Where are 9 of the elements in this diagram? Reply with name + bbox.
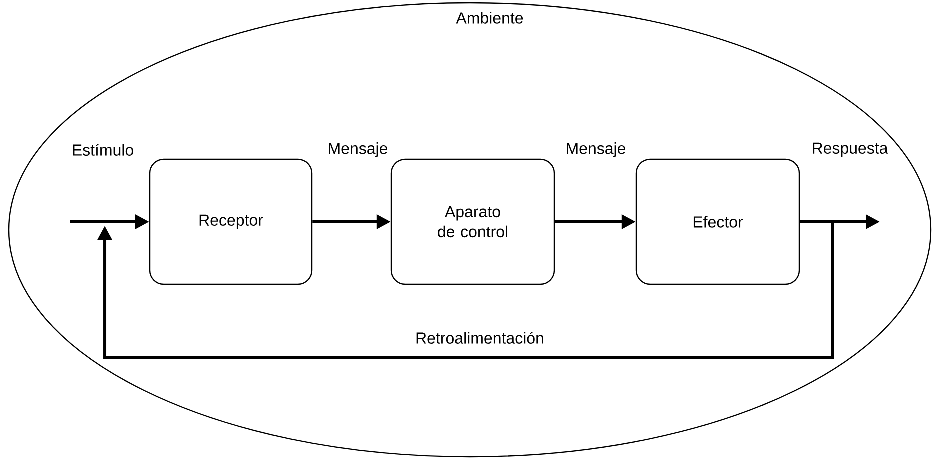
edge-label: Respuesta [810,142,890,158]
edge-label: Mensaje [564,142,628,158]
arrow [98,220,834,360]
edge-label: Retroalimentación [414,331,546,345]
edge-label: Estímulo [70,143,136,157]
edge-label: Mensaje [326,142,390,158]
process-box: Efector [636,158,800,286]
process-box: Receptor [149,158,313,286]
process-box: Aparato de control [390,158,556,286]
